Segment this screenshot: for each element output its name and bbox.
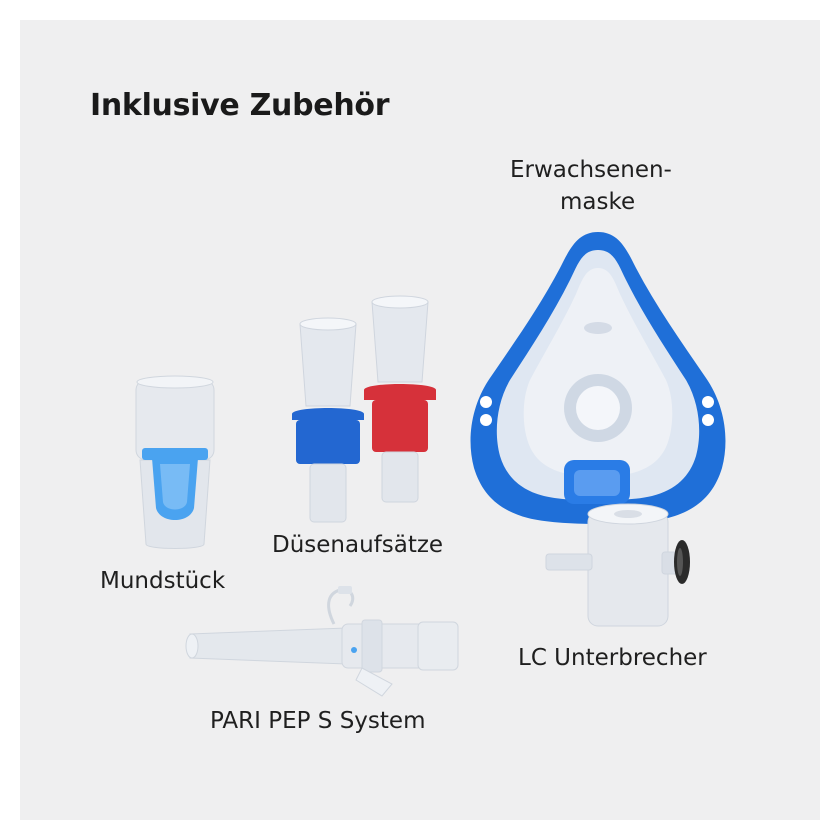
label-adult-mask-line1: Erwachsenen- [510,157,672,183]
label-adult-mask-line2: maske [560,189,636,215]
label-nozzle-attachments: Düsenaufsätze [272,532,444,558]
adult-mask-image [470,232,726,524]
page-title: Inklusive Zubehör [90,88,390,123]
label-lc-interrupter: LC Unterbrecher [518,645,707,671]
label-mouthpiece: Mundstück [100,568,226,594]
pep-system-image [185,586,459,697]
mouthpiece-image [135,375,215,549]
nozzle-attachments-image [292,295,436,523]
lc-interrupter-image [545,503,690,627]
label-pep-system: PARI PEP S System [210,708,426,734]
